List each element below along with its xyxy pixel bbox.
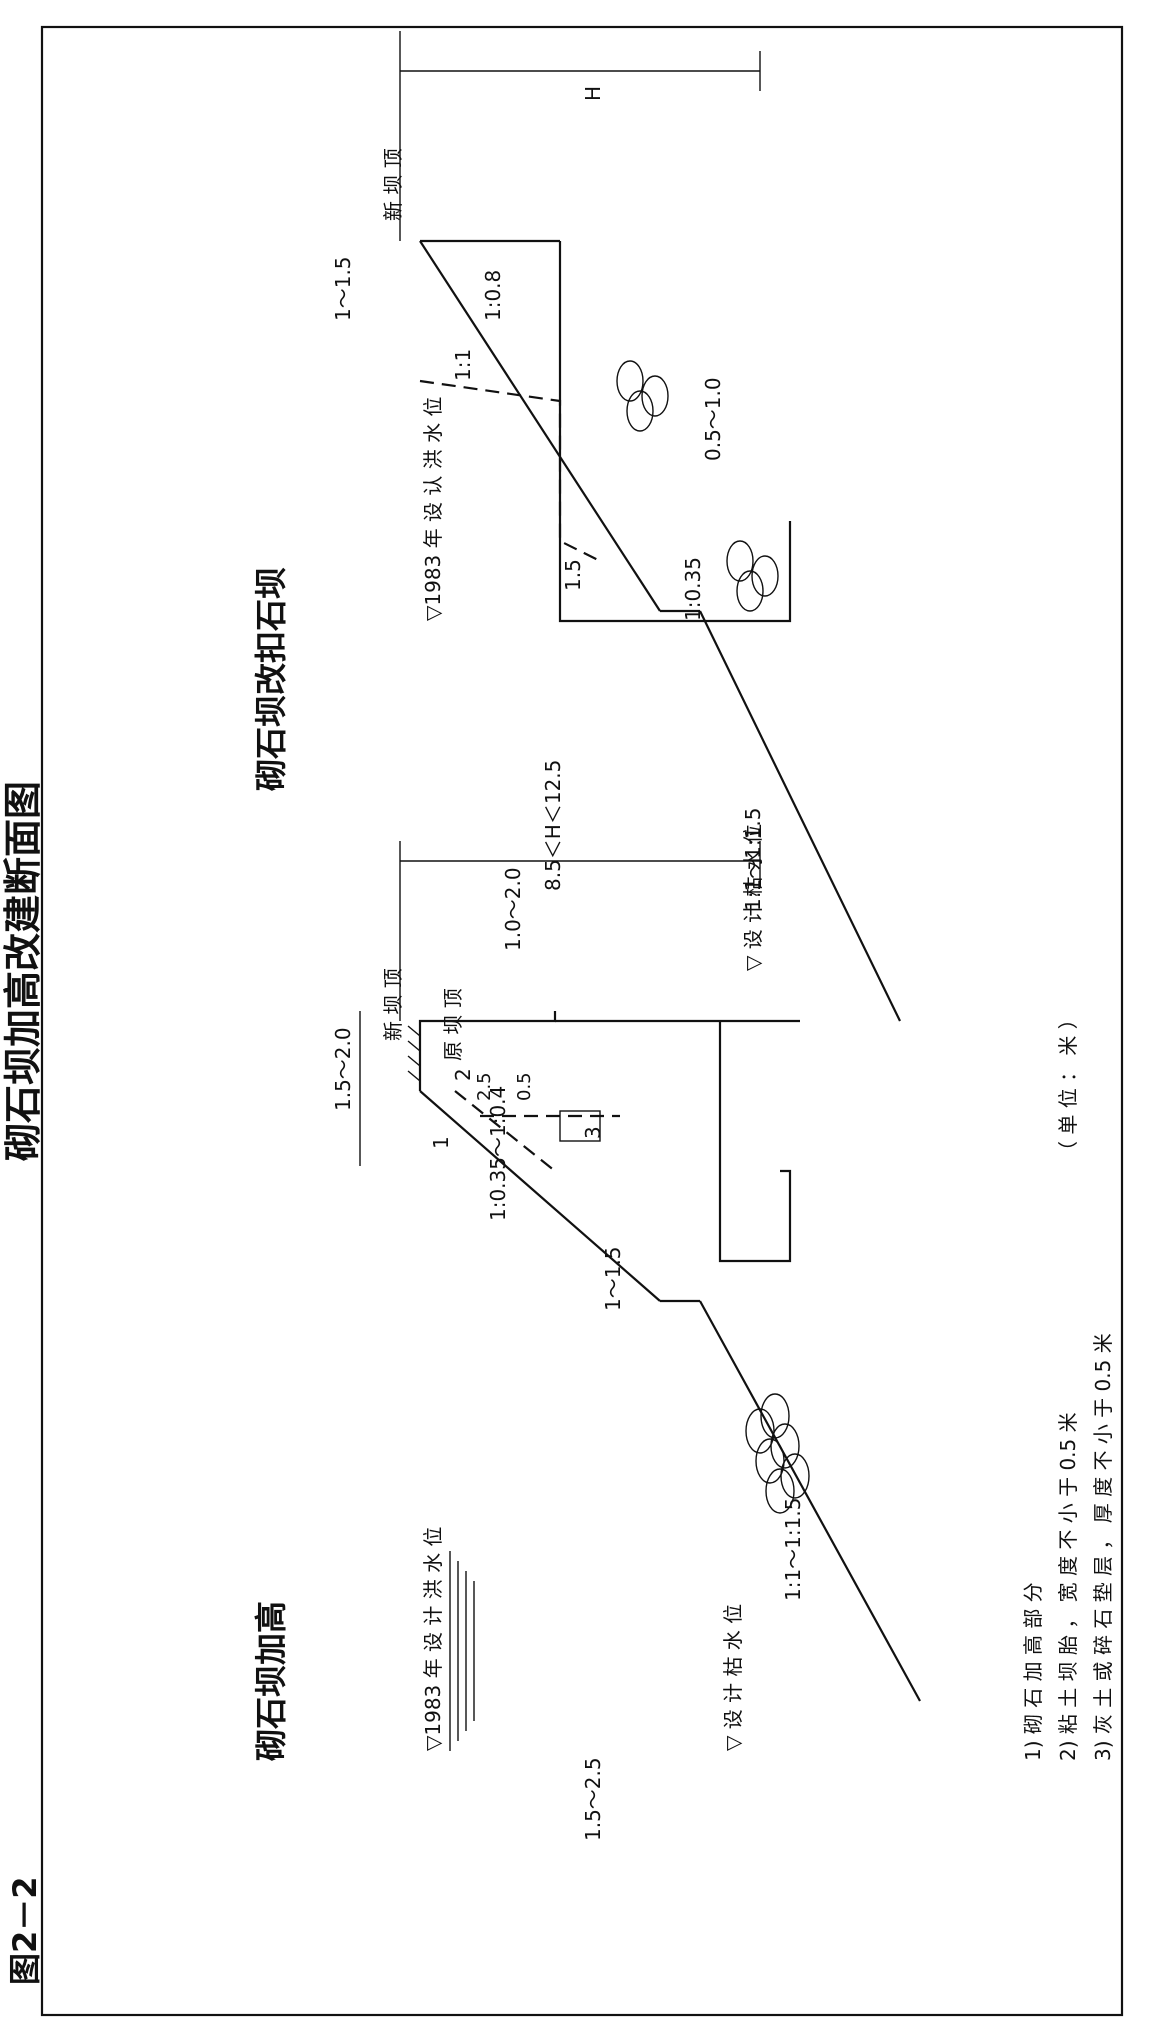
left-flood-hatch — [449, 1551, 475, 1751]
legend: 1) 砌 石 加 高 部 分 2) 粘 土 坝 胎 ， 宽 度 不 小 于 0.… — [1021, 1009, 1115, 1761]
left-top-width: 1.5～2.0 — [331, 1027, 355, 1111]
right-section-title: 砌石坝改扣石坝 — [252, 567, 290, 791]
right-dim-1020: 1.0～2.0 — [501, 867, 525, 951]
left-upstream-lower-slope — [699, 1300, 921, 1702]
left-cushion-layer — [559, 1110, 601, 1142]
right-riprap — [616, 360, 779, 612]
left-height-range: 8.5＜H＜12.5 — [541, 760, 565, 891]
right-old-profile — [419, 379, 601, 562]
figure-title: 砌石坝加高改建断面图 — [1, 781, 45, 1161]
right-dim-15: 1.5 — [561, 559, 585, 591]
right-new-crest: 新 坝 顶 — [381, 148, 405, 221]
legend-item-2: 2) 粘 土 坝 胎 ， 宽 度 不 小 于 0.5 米 — [1056, 1412, 1080, 1761]
figure-number: 图2－2 — [6, 1876, 44, 1985]
left-crest-hatching — [407, 1025, 421, 1082]
left-old-crest: 原 坝 顶 — [441, 988, 465, 1061]
right-flood-level: ▽1983 年 设 认 洪 水 位 — [421, 397, 445, 621]
right-low-level: ▽ 设 计 枯 水 位 — [741, 824, 765, 971]
left-dim-05: 0.5 — [514, 1072, 535, 1101]
left-dim-25: 2.5 — [474, 1072, 495, 1101]
left-flood-level: ▽1983 年 设 计 洪 水 位 — [421, 1527, 445, 1751]
left-slope-upper: 1:0.35～1:0.4 — [486, 1086, 510, 1221]
left-berm: 1～1.5 — [601, 1246, 625, 1311]
left-toe — [718, 1021, 792, 1263]
right-slope-11: 1:1 — [451, 349, 475, 381]
left-crest — [418, 1011, 557, 1091]
left-new-crest: 新 坝 顶 — [381, 968, 405, 1041]
legend-item-1: 1) 砌 石 加 高 部 分 — [1021, 1582, 1045, 1761]
right-upstream-upper-slope — [419, 240, 661, 612]
left-mark-2: 2 — [451, 1068, 475, 1081]
left-section-title: 砌石坝加高 — [252, 1601, 290, 1761]
right-slope-115: 1:1～1:1.5 — [741, 808, 765, 911]
left-slope-lower: 1:1～1:1.5 — [781, 1498, 805, 1601]
left-section: 砌石坝加高 ▽1983 年 设 计 洪 水 位 ▽ 设 计 枯 水 位 — [252, 760, 921, 1841]
left-base-dim: 1.5～2.5 — [581, 1757, 605, 1841]
legend-unit: （ 单 位 ： 米 ） — [1056, 1009, 1080, 1161]
right-slope-035: 1:0.35 — [681, 557, 705, 621]
right-upstream-lower-slope — [699, 610, 901, 1022]
right-slope-08: 1:0.8 — [481, 270, 505, 321]
legend-item-3: 3) 灰 土 或 碎 石 垫 层 ， 厚 度 不 小 于 0.5 米 — [1091, 1333, 1115, 1761]
left-riprap — [745, 1393, 810, 1514]
right-section: 砌石坝改扣石坝 新 坝 顶 H 1～1.5 ▽1983 年 设 认 洪 水 位 … — [252, 31, 901, 1022]
figure-frame — [40, 25, 1124, 2017]
right-height-h: H — [581, 86, 605, 101]
right-crest-width: 1～1.5 — [331, 256, 355, 321]
left-mark-3: 3 — [581, 1126, 605, 1139]
right-downstream-face — [558, 241, 792, 623]
left-upstream-upper-slope — [419, 1090, 661, 1302]
left-mark-1: 1 — [429, 1136, 453, 1149]
right-dim-0510: 0.5～1.0 — [701, 377, 725, 461]
left-low-level: ▽ 设 计 枯 水 位 — [721, 1604, 745, 1751]
